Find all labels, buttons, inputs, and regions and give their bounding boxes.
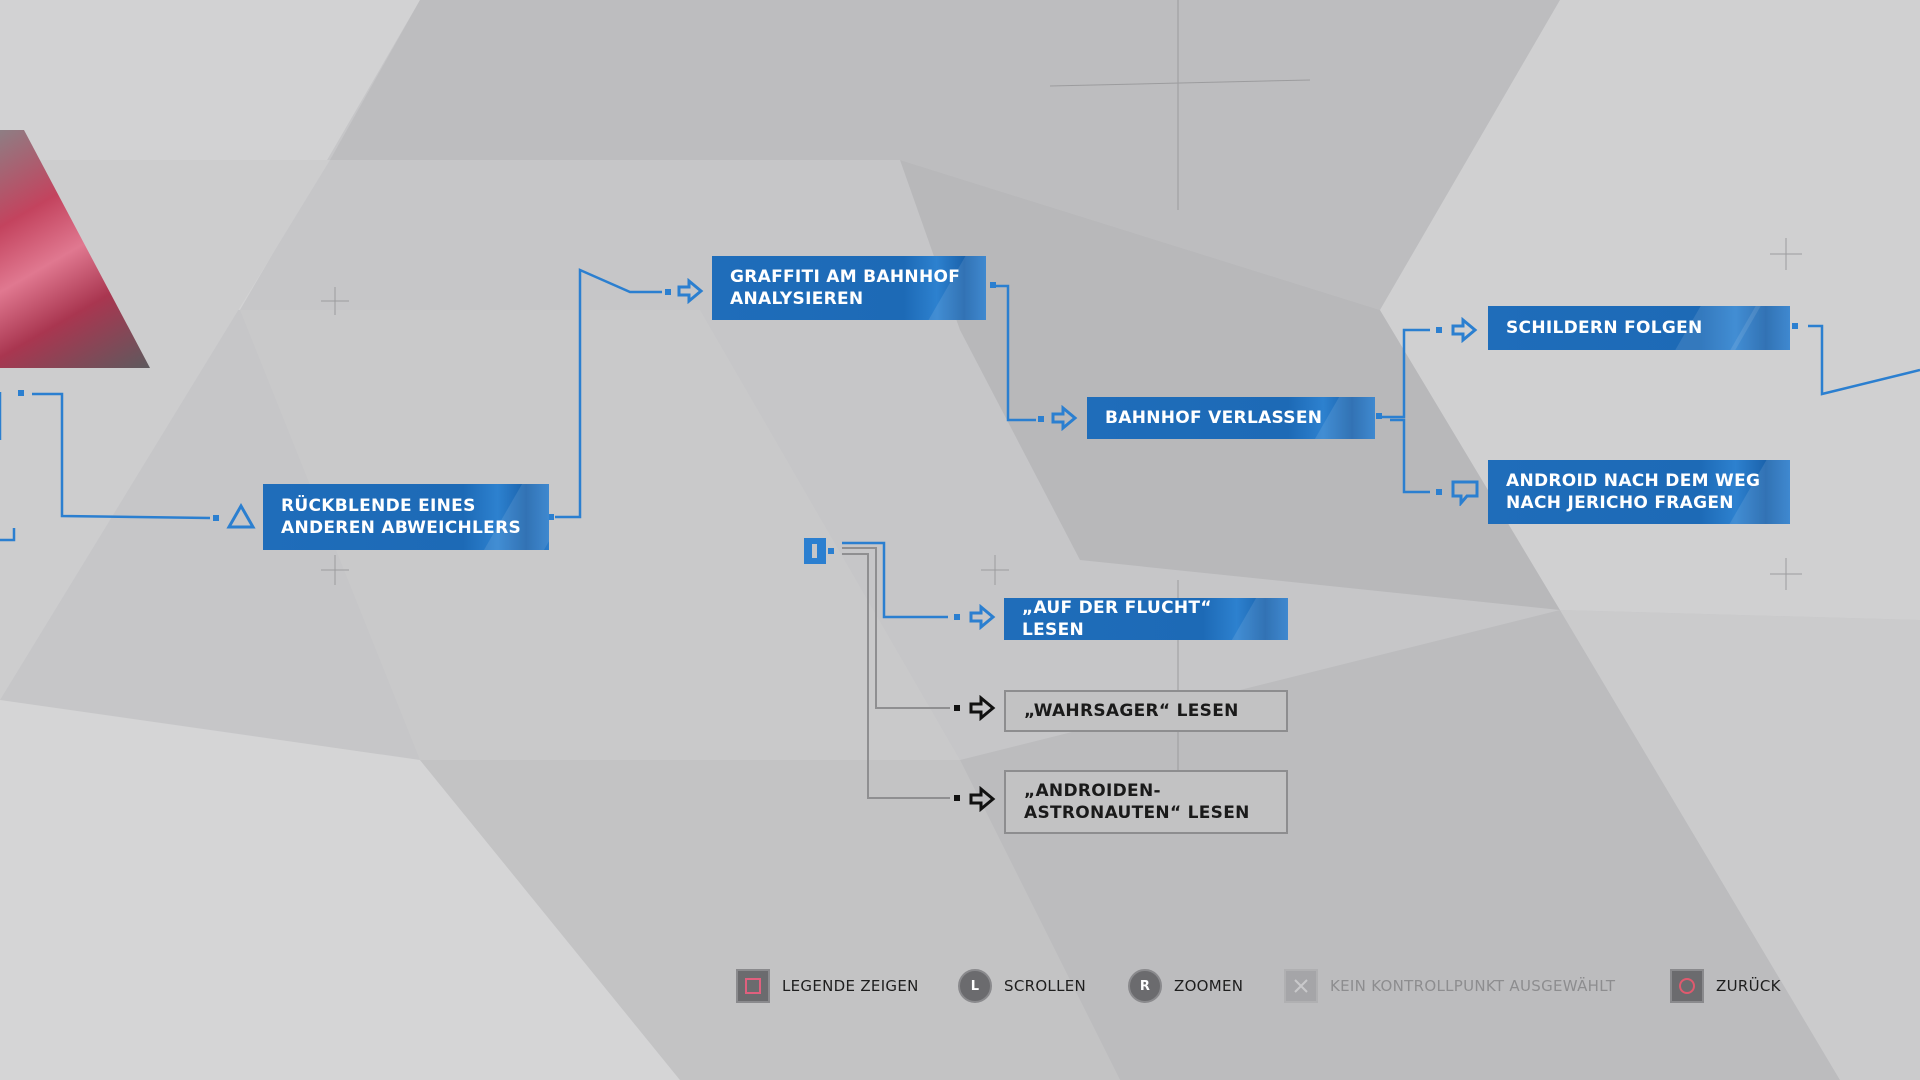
node-label: ANDROID NACH DEM WEG NACH JERICHO FRAGEN	[1506, 471, 1761, 513]
stick-letter: L	[970, 978, 980, 994]
arrow-icon	[969, 604, 996, 630]
node-leave-station[interactable]: BAHNHOF VERLASSEN	[1087, 397, 1375, 439]
prompt-label: ZURÜCK	[1716, 977, 1781, 995]
node-label: BAHNHOF VERLASSEN	[1105, 408, 1323, 428]
right-stick-icon: R	[1128, 969, 1162, 1003]
arrow-icon	[1451, 317, 1478, 343]
prompt-label: SCROLLEN	[1004, 977, 1087, 995]
speech-icon	[1451, 480, 1479, 506]
prompt-label: ZOOMEN	[1174, 977, 1244, 995]
node-label: „ANDROIDEN- ASTRONAUTEN“ LESEN	[1024, 781, 1250, 823]
prompt-back[interactable]: ZURÜCK	[1670, 966, 1781, 1006]
prompt-zoom[interactable]: R ZOOMEN	[1128, 966, 1243, 1006]
branch-icon	[804, 538, 834, 564]
stick-letter: R	[1139, 978, 1151, 994]
cross-button-icon	[1284, 969, 1318, 1003]
prompt-no-checkpoint: KEIN KONTROLLPUNKT AUSGEWÄHLT	[1284, 966, 1615, 1006]
node-label: SCHILDERN FOLGEN	[1506, 318, 1703, 338]
prompt-label: KEIN KONTROLLPUNKT AUSGEWÄHLT	[1330, 977, 1616, 995]
node-flashback[interactable]: RÜCKBLENDE EINES ANDEREN ABWEICHLERS	[263, 484, 549, 550]
node-follow-signs[interactable]: SCHILDERN FOLGEN	[1488, 306, 1790, 350]
square-button-icon	[736, 969, 770, 1003]
arrow-icon	[969, 695, 996, 721]
prompt-scroll[interactable]: L SCROLLEN	[958, 966, 1086, 1006]
node-graffiti[interactable]: GRAFFITI AM BAHNHOF ANALYSIEREN	[712, 256, 986, 320]
node-read-astronauts[interactable]: „ANDROIDEN- ASTRONAUTEN“ LESEN	[1004, 770, 1288, 834]
node-ask-android[interactable]: ANDROID NACH DEM WEG NACH JERICHO FRAGEN	[1488, 460, 1790, 524]
node-label: GRAFFITI AM BAHNHOF ANALYSIEREN	[730, 267, 961, 309]
node-read-flight[interactable]: „AUF DER FLUCHT“ LESEN	[1004, 598, 1288, 640]
arrow-icon	[969, 786, 996, 812]
node-label: „WAHRSAGER“ LESEN	[1024, 701, 1239, 721]
node-label: „AUF DER FLUCHT“ LESEN	[1022, 598, 1212, 640]
node-read-fortune[interactable]: „WAHRSAGER“ LESEN	[1004, 690, 1288, 732]
circle-button-icon	[1670, 969, 1704, 1003]
prompt-label: LEGENDE ZEIGEN	[782, 977, 919, 995]
node-label: RÜCKBLENDE EINES ANDEREN ABWEICHLERS	[281, 496, 522, 538]
arrow-icon	[677, 278, 704, 304]
arrow-icon	[1051, 405, 1078, 431]
triangle-icon	[226, 502, 256, 529]
prompt-show-legend[interactable]: LEGENDE ZEIGEN	[736, 966, 919, 1006]
left-stick-icon: L	[958, 969, 992, 1003]
